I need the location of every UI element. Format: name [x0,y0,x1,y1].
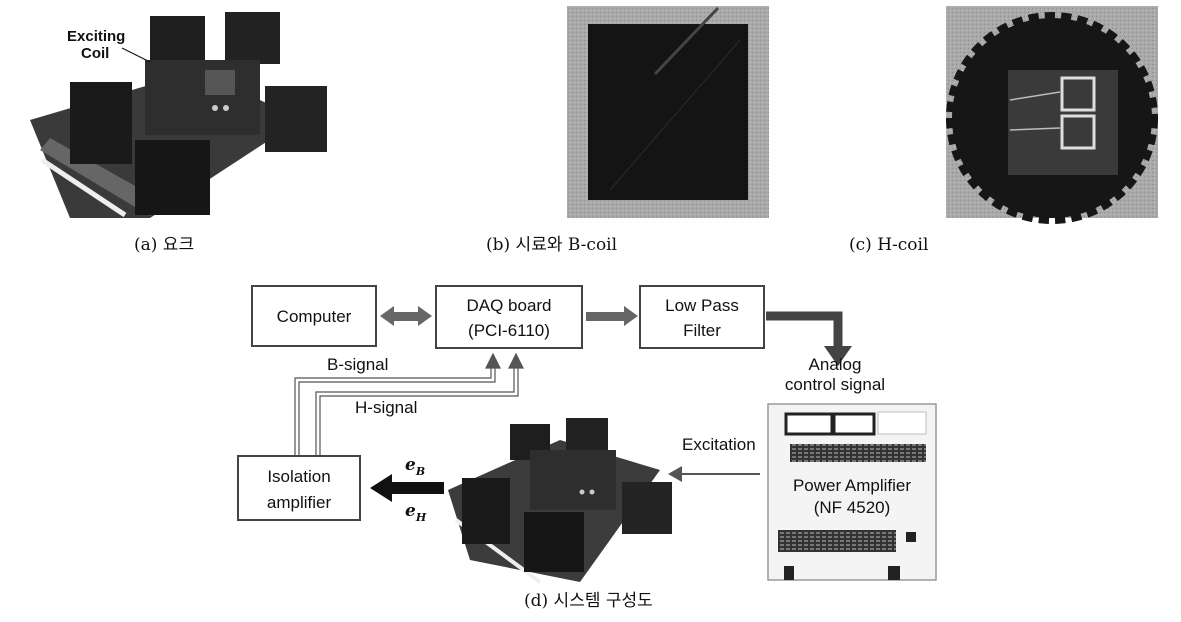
amp-label-line2: (NF 4520) [814,498,891,517]
daq-label-line1: DAQ board [466,296,551,315]
computer-daq-arrow [380,306,432,326]
b-signal-label: B-signal [327,355,388,374]
caption-c: (c) H-coil [849,235,928,255]
iso-label-line2: amplifier [267,493,332,512]
exciting-coil-label-line1: Exciting [67,28,125,45]
h-coil-photo [946,6,1158,218]
amp-meter-right [834,414,874,434]
specimen-sheet [588,24,748,200]
system-diagram: Computer DAQ board (PCI-6110) Low Pass F… [238,286,936,582]
amp-upper-grill [790,444,926,462]
h-signal-label: H-signal [355,398,417,417]
computer-label: Computer [277,307,352,326]
yoke-arm-top-left [150,16,205,64]
yoke-arm-left [70,82,132,164]
e-h-label: eH [405,501,427,524]
signal-to-isolation-arrow [370,474,444,502]
lpf-label-line2: Filter [683,321,721,340]
e-b-label: eB [405,455,425,478]
caption-b: (b) 시료와 B-coil [486,235,617,255]
amp-meter-left [786,414,832,434]
yoke-arm-bottom [135,140,210,215]
analog-label-line2: control signal [785,375,885,394]
yoke-arm-right [265,86,327,152]
analog-label-line1: Analog [809,355,862,374]
daq-lpf-arrow [586,306,638,326]
iso-label-line1: Isolation [267,467,330,486]
amp-lower-grill [778,530,896,552]
lpf-label-line1: Low Pass [665,296,739,315]
yoke-center [145,60,260,135]
daq-label-line2: (PCI-6110) [468,321,550,340]
caption-d: (d) 시스템 구성도 [524,591,653,611]
excitation-arrow [668,466,760,482]
exciting-coil-label-line2: Coil [81,45,109,62]
specimen-photo [567,6,769,218]
amp-label-line1: Power Amplifier [793,476,911,495]
system-yoke-photo [448,418,672,582]
excitation-label: Excitation [682,435,756,454]
exciting-coil-pointer [122,48,150,62]
yoke-arm-top-right [225,12,280,64]
yoke-photo: Exciting Coil [30,12,327,218]
caption-a: (a) 요크 [134,235,194,255]
